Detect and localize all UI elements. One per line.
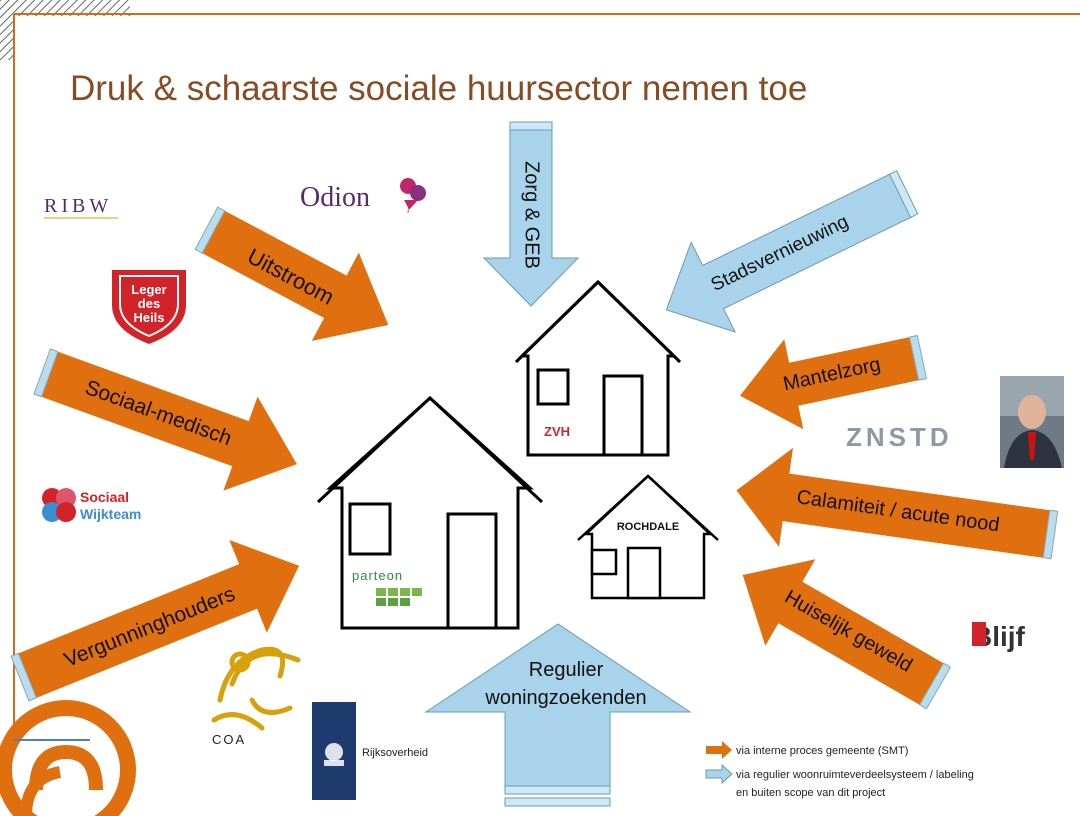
sociaal-wijkteam-icon [42,488,76,522]
znstd-logo: ZNSTD [846,422,953,452]
leger-des-heils-logo [112,270,186,344]
mantelzorg-arrow [739,334,928,430]
regulier-arrow [424,623,692,807]
znstd-photo [1000,376,1064,468]
page-title: Druk & schaarste sociale huursector neme… [70,69,807,108]
rochdale-logo: ROCHDALE [617,521,679,533]
legend-blue-arrow [705,763,733,785]
zvh-logo [540,420,570,438]
coa-logo: COA [212,732,246,747]
leger-des-heils-line3: Heils [133,310,164,325]
sociaal-wijkteam-line1: Sociaal [80,489,129,505]
legend-orange-text: via interne proces gemeente (SMT) [736,745,908,757]
house-rochdale [577,474,719,600]
leger-des-heils-line1: Leger [131,282,166,297]
rijksoverheid-label: Rijksoverheid [362,747,428,759]
house-large [316,395,544,630]
uitstroom-arrow [194,206,389,341]
rijksoverheid-logo [312,702,356,800]
parteon-logo-text: parteon [352,568,403,583]
calamiteit-arrow [736,447,1059,560]
corner-hatch [0,0,130,16]
zorg-geb-label: Zorg & GEB [521,161,543,269]
regulier-label-line2: woningzoekenden [484,687,646,709]
corner-hatch-left [0,0,14,60]
sociaal-wijkteam-line2: Wijkteam [80,506,141,522]
parteon-logo [376,588,422,606]
zvh-logo-text: ZVH [544,424,570,439]
regulier-label-line1: Regulier [529,659,604,681]
coa-swirl-icon [211,646,301,731]
ribw-logo: RIBW [44,195,112,217]
huiselijk-geweld-arrow [742,559,952,710]
odion-icon [400,178,426,213]
organization-logo [0,700,136,816]
legend-blue-text-line1: via regulier woonruimteverdeelsysteem / … [736,769,974,781]
legend-orange-arrow [706,741,732,759]
leger-des-heils-line2: des [138,296,160,311]
vergunninghouders-arrow [10,540,300,702]
house-zvh [514,279,682,457]
stadsvernieuwing-arrow [665,170,919,333]
legend-blue-text-line2: en buiten scope van dit project [736,787,885,799]
odion-logo: Odion [300,182,370,213]
sociaal-medisch-arrow [33,348,297,491]
zorg-geb-arrow [482,121,580,307]
